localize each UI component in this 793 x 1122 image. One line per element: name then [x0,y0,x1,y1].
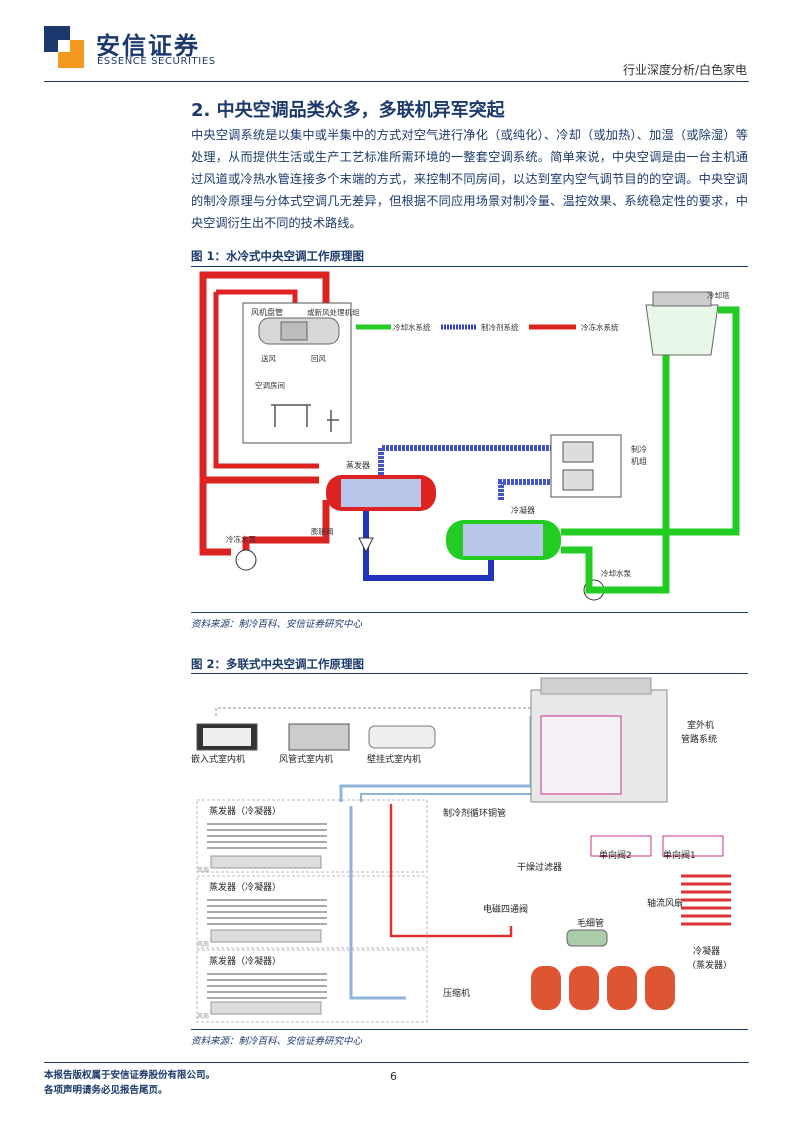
company-name-cn: 安信证券 [96,32,200,60]
refrigerant-pipe-2 [498,479,553,500]
figure2-title: 图 2：多联式中央空调工作原理图 [191,657,365,671]
compressors [531,966,675,1010]
figure1-top-rule [191,266,748,267]
ducted-indoor-unit [288,723,350,751]
figure1-source: 资料来源：制冷百科、安信证券研究中心 [191,619,363,630]
company-name-en: ESSENCE SECURITIES [97,56,216,67]
fan-label-3: 风扇 [197,1012,209,1020]
header-divider [44,81,749,82]
copper-label: 制冷剂循环铜管 [443,807,506,819]
section-paragraph: 中央空调系统是以集中或半集中的方式对空气进行净化（或纯化）、冷却（或加热）、加湿… [191,128,748,230]
chilled-water-pipe-2 [213,292,319,469]
evaporator-coil-3: 蒸发器（冷凝器） 风扇 [196,949,428,1023]
chiller-label-2: 机组 [631,456,647,466]
evap1-label: 蒸发器（冷凝器） [209,805,281,817]
cooling-tower [645,304,719,356]
check-valve-2-label: 单向阀2 [599,849,632,861]
evaporator-label: 蒸发器 [346,460,370,470]
pipe-legend: 冷却水系统 制冷剂系统 冷冻水系统 [356,322,619,332]
legend-chilled: 冷冻水系统 [581,322,619,332]
refrigerant-copper-pipe [349,806,406,1000]
fresh-air-label: 或新风处理机组 [307,307,360,317]
condenser-label: 冷凝器 [511,505,535,515]
indoor3-label: 壁挂式室内机 [367,753,421,765]
figure2-diagram: 嵌入式室内机 风管式室内机 壁挂式室内机 蒸发器（冷凝器） 风扇 蒸发器（冷凝器… [191,676,748,1026]
chilled-water-pump-pipe [242,500,330,552]
figure1-diagram: 风机盘管 或新风处理机组 送风 回风 空调房间 冷却水系统 制冷剂系统 冷冻水系… [191,270,748,610]
expansion-valve [358,537,374,554]
compressor-label: 压缩机 [443,987,470,999]
page-number: 6 [390,1070,397,1083]
outdoor-condenser-coil [681,874,731,926]
evaporator-coil-2: 蒸发器（冷凝器） 风扇 [196,875,428,949]
chilled-water-pipe-3 [216,289,298,306]
four-way-valve-label: 电磁四通阀 [483,903,528,915]
footer-disclaimer: 本报告版权属于安信证券股份有限公司。 各项声明请务必见报告尾页。 [44,1068,215,1098]
evaporator-coil-1: 蒸发器（冷凝器） 风扇 [196,799,428,874]
dryer-filter-label: 干燥过滤器 [517,861,562,873]
footer-divider [44,1062,749,1063]
axial-fan-label: 轴流风扇 [647,897,683,909]
capillary-label: 毛细管 [577,917,604,929]
figure2-bottom-rule [191,1029,748,1030]
company-logo [44,26,84,68]
figure1-title: 图 1：水冷式中央空调工作原理图 [191,249,365,263]
cooling-tower-label: 冷却塔 [707,290,730,300]
chiller-label: 制冷 [631,444,647,454]
cooling-water-pipe-1 [561,306,740,536]
condenser-label-b: （蒸发器） [687,959,732,971]
indoor1-label: 嵌入式室内机 [191,753,245,765]
legend-refrigerant: 制冷剂系统 [481,322,519,332]
evap3-label: 蒸发器（冷凝器） [209,955,281,967]
legend-cooling: 冷却水系统 [393,322,431,332]
report-type: 行业深度分析/白色家电 [622,63,747,77]
room-label: 空调房间 [255,380,285,390]
four-way-valve [566,929,608,947]
condenser-label-a: 冷凝器 [693,945,720,957]
chilled-water-pump [235,549,257,571]
indoor2-label: 风管式室内机 [279,753,333,765]
figure2-top-rule [191,673,748,674]
outdoor-label-2: 管路系统 [681,733,717,745]
figure1-bottom-rule [191,612,748,613]
section-title: 2. 中央空调品类众多，多联机异军突起 [191,100,505,121]
chilled-pump-label: 冷冻水泵 [226,534,256,544]
fan-label-2: 风扇 [197,940,209,948]
refrigerant-pipe-1 [378,445,551,475]
footer-line-2: 各项声明请务必见报告尾页。 [44,1085,168,1096]
chilled-water-pipe-4 [199,480,231,556]
fan-label-1: 风扇 [197,866,209,874]
supply-air-label: 送风 [261,353,276,363]
return-air-label: 回风 [311,354,326,363]
outdoor-label-1: 室外机 [687,719,714,731]
expansion-valve-label: 膨胀阀 [311,526,334,536]
cooling-pump-label: 冷却水泵 [601,568,631,578]
check-valve-1-label: 单向阀1 [663,849,696,861]
figure2-source: 资料来源：制冷百科、安信证券研究中心 [191,1036,363,1047]
footer-line-1: 本报告版权属于安信证券股份有限公司。 [44,1070,216,1081]
evap2-label: 蒸发器（冷凝器） [209,881,281,893]
fan-coil-label: 风机盘管 [251,307,283,317]
chilled-water-pipe [199,271,330,484]
wall-mounted-indoor-unit [368,725,436,749]
